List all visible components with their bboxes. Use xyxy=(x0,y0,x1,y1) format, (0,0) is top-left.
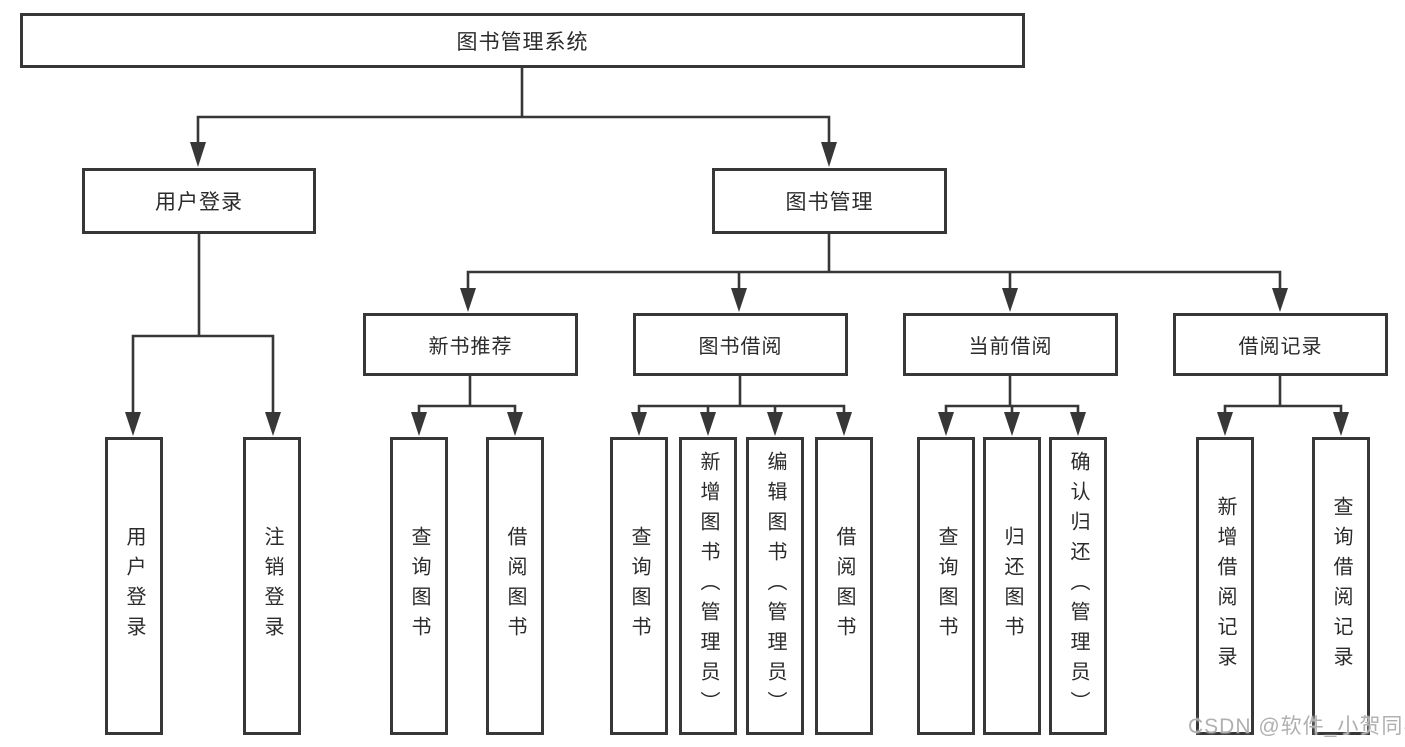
leaf-query-borrow-record: 查询借阅记录 xyxy=(1312,437,1370,735)
leaf-query-books-recommend: 查询图书 xyxy=(390,437,448,735)
leaf-label: 借阅图书 xyxy=(504,526,526,646)
node-label: 图书借阅 xyxy=(698,336,783,358)
leaf-label: 确认归还（管理员） xyxy=(1067,451,1089,721)
node-label: 用户登录 xyxy=(155,191,243,214)
leaf-label: 新增图书（管理员） xyxy=(697,451,719,721)
leaf-label: 查询图书 xyxy=(628,526,650,646)
leaf-confirm-return-admin: 确认归还（管理员） xyxy=(1049,437,1107,735)
node-label: 新书推荐 xyxy=(428,336,513,358)
node-current-borrowing: 当前借阅 xyxy=(903,313,1118,376)
node-borrowing-records: 借阅记录 xyxy=(1173,313,1388,376)
leaf-query-books-current: 查询图书 xyxy=(917,437,975,735)
leaf-user-login: 用户登录 xyxy=(105,437,163,735)
node-new-book-recommendation: 新书推荐 xyxy=(363,313,578,376)
leaf-label: 查询借阅记录 xyxy=(1330,496,1352,676)
leaf-label: 归还图书 xyxy=(1001,526,1023,646)
leaf-edit-book-admin: 编辑图书（管理员） xyxy=(746,437,804,735)
leaf-label: 注销登录 xyxy=(261,526,283,646)
leaf-label: 用户登录 xyxy=(123,526,145,646)
node-book-management-branch: 图书管理 xyxy=(712,168,947,234)
leaf-label: 查询图书 xyxy=(408,526,430,646)
leaf-borrow-books-recommend: 借阅图书 xyxy=(486,437,544,735)
leaf-label: 编辑图书（管理员） xyxy=(764,451,786,721)
node-book-borrowing: 图书借阅 xyxy=(633,313,848,376)
leaf-query-books-borrowing: 查询图书 xyxy=(610,437,668,735)
leaf-label: 查询图书 xyxy=(935,526,957,646)
node-book-management-system: 图书管理系统 xyxy=(20,13,1025,68)
leaf-add-book-admin: 新增图书（管理员） xyxy=(679,437,737,735)
csdn-watermark: CSDN @软件_小贺同学 xyxy=(1188,715,1405,738)
leaf-return-books: 归还图书 xyxy=(983,437,1041,735)
leaf-label: 新增借阅记录 xyxy=(1214,496,1236,676)
node-label: 图书管理 xyxy=(785,191,874,214)
leaf-label: 借阅图书 xyxy=(833,526,855,646)
leaf-borrow-books: 借阅图书 xyxy=(815,437,873,735)
leaf-logout: 注销登录 xyxy=(243,437,301,735)
leaf-add-borrow-record: 新增借阅记录 xyxy=(1196,437,1254,735)
node-label: 借阅记录 xyxy=(1238,336,1323,358)
node-user-login-branch: 用户登录 xyxy=(82,168,316,234)
node-label: 当前借阅 xyxy=(968,336,1053,358)
node-label: 图书管理系统 xyxy=(456,30,589,54)
